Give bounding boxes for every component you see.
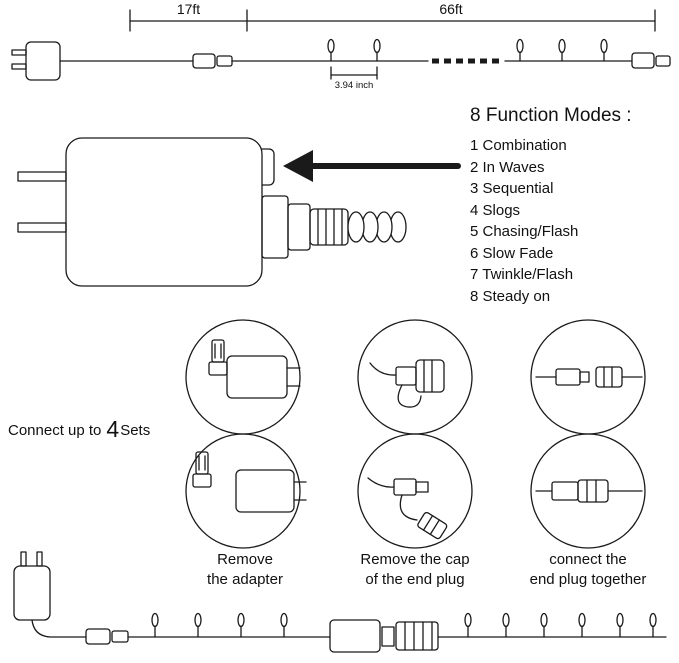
caption-remove-cap: Remove the cap of the end plug	[330, 550, 500, 590]
caption-line: of the end plug	[365, 571, 465, 588]
caption-connect-plugs: connect the end plug together	[503, 550, 673, 590]
caption-line: connect the	[549, 551, 627, 568]
adapter-removed-drawing	[192, 451, 307, 513]
power-plug-top-icon	[11, 41, 194, 81]
bulb-spacing-dimension	[330, 66, 378, 80]
function-mode-item: 4 Slogs	[470, 201, 521, 219]
end-plug-cap-on-drawing	[369, 359, 445, 408]
function-mode-item: 6 Slow Fade	[470, 244, 554, 262]
mode-button-arrow-icon	[283, 150, 461, 182]
caption-line: the adapter	[207, 571, 283, 588]
function-modes-list: 1 Combination 2 In Waves 3 Sequential 4 …	[470, 135, 578, 307]
inline-connector-top-icon	[192, 53, 429, 69]
power-plug-bottom-icon	[13, 551, 87, 638]
adapter-attached-drawing	[208, 339, 301, 399]
dimension-label-66ft: 66ft	[439, 1, 463, 17]
adapter-drawing	[17, 137, 407, 287]
connect-sets-count: 4	[106, 416, 120, 442]
function-modes-title: 8 Function Modes :	[470, 105, 632, 126]
function-mode-item: 5 Chasing/Flash	[470, 223, 579, 240]
dimension-label-17ft: 17ft	[176, 1, 201, 17]
dimension-label-bulb-spacing: 3.94 inch	[334, 80, 374, 91]
end-plug-cap-off-drawing	[367, 477, 448, 540]
function-mode-item: 7 Twinkle/Flash	[470, 266, 574, 283]
caption-remove-adapter: Remove the adapter	[170, 550, 320, 590]
function-mode-item: 2 In Waves	[470, 158, 545, 176]
caption-line: end plug together	[529, 571, 647, 588]
function-mode-item: 1 Combination	[470, 137, 567, 154]
function-mode-item: 8 Steady on	[470, 287, 551, 305]
string-lights-bottom	[85, 612, 667, 653]
dimension-66ft-line	[246, 9, 656, 32]
string-lights-top-right	[504, 38, 671, 69]
instruction-circles	[185, 319, 646, 549]
plugs-joined-drawing	[535, 479, 643, 503]
function-mode-item: 3 Sequential	[470, 180, 554, 197]
caption-line: Remove the cap	[360, 551, 470, 568]
connect-sets-prefix: Connect up to	[8, 422, 102, 439]
plugs-apart-drawing	[535, 366, 643, 388]
caption-line: Remove	[217, 551, 273, 568]
string-lights-top-left	[327, 38, 381, 62]
continuation-dots-icon	[432, 58, 499, 64]
connect-sets-suffix: Sets	[120, 422, 151, 439]
